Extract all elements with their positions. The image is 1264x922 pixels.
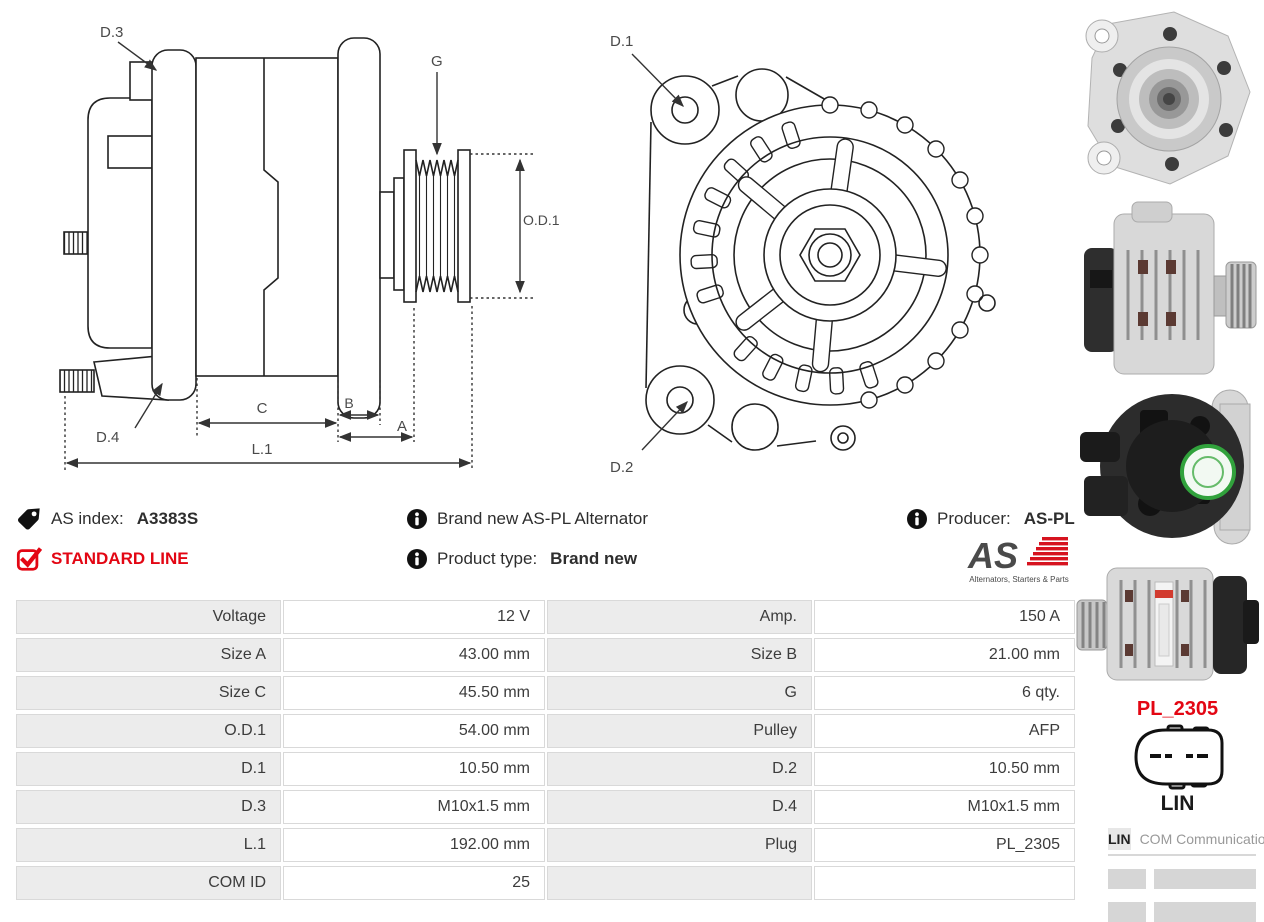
- logo-stripes: [1027, 537, 1068, 566]
- spec-label: D.1: [16, 752, 281, 786]
- as-pl-logo: AS Alternators, Starters & Parts: [967, 535, 1069, 584]
- spec-label: Voltage: [16, 600, 281, 634]
- dim-label-d2: D.2: [610, 459, 633, 476]
- side-view-outline: [59, 37, 471, 419]
- comm-table: LIN COM Communication: [1108, 828, 1264, 922]
- front-view-outline: [645, 68, 996, 451]
- spec-value: PL_2305: [814, 828, 1075, 862]
- spec-label: D.4: [547, 790, 812, 824]
- producer-row: Producer: AS-PL: [906, 506, 1075, 532]
- logo-tagline: Alternators, Starters & Parts: [969, 575, 1069, 584]
- checkbox-checked-icon: [16, 547, 42, 571]
- dim-label-d1: D.1: [610, 33, 633, 50]
- spec-value: 21.00 mm: [814, 638, 1075, 672]
- product-photo-side-left[interactable]: [1075, 560, 1261, 686]
- spec-value: AFP: [814, 714, 1075, 748]
- standard-line-row: STANDARD LINE: [16, 546, 189, 572]
- spec-value: 25: [283, 866, 545, 900]
- comm-value: COM Communication: [1139, 831, 1264, 847]
- spec-label: Plug: [547, 828, 812, 862]
- spec-value: 10.50 mm: [283, 752, 545, 786]
- pulley: [403, 149, 471, 303]
- connector-type-label: LIN: [1160, 792, 1195, 815]
- comm-key: LIN: [1108, 828, 1131, 850]
- spec-value: M10x1.5 mm: [814, 790, 1075, 824]
- spec-value: 192.00 mm: [283, 828, 545, 862]
- spec-label: Size B: [547, 638, 812, 672]
- spec-value: 12 V: [283, 600, 545, 634]
- product-photo-rear[interactable]: [1080, 384, 1260, 550]
- comm-table-row: LIN COM Communication: [1108, 828, 1264, 856]
- front-bracket: [337, 37, 381, 419]
- spec-value: 43.00 mm: [283, 638, 545, 672]
- producer-value: AS-PL: [1023, 509, 1075, 528]
- product-photo-front[interactable]: [1078, 6, 1260, 192]
- product-type-value: Brand new: [550, 549, 638, 568]
- description-row: Brand new AS-PL Alternator: [406, 506, 648, 532]
- spec-value: M10x1.5 mm: [283, 790, 545, 824]
- info-icon: [407, 549, 427, 569]
- spec-value: [814, 866, 1075, 900]
- spec-label: Pulley: [547, 714, 812, 748]
- spec-label: Size A: [16, 638, 281, 672]
- plug-connector-diagram: [1134, 724, 1224, 790]
- product-type-label: Product type:: [437, 549, 538, 568]
- product-photo-side-right[interactable]: [1080, 200, 1260, 386]
- spec-value: 150 A: [814, 600, 1075, 634]
- dim-label-od1: O.D.1: [523, 212, 560, 228]
- info-icon: [907, 509, 927, 529]
- shaft: [379, 191, 395, 279]
- info-icon: [407, 509, 427, 529]
- side-view-dimensions: [64, 41, 536, 470]
- dim-label-c: C: [257, 400, 268, 417]
- producer-label: Producer:: [937, 509, 1011, 528]
- as-index-row: AS index: A3383S: [16, 506, 198, 532]
- spec-label: Amp.: [547, 600, 812, 634]
- comm-table-placeholder-row: [1108, 869, 1256, 889]
- rear-stud-lower: [59, 369, 95, 393]
- spec-label: COM ID: [16, 866, 281, 900]
- housing-ribs: [821, 96, 989, 409]
- spec-label: Size C: [16, 676, 281, 710]
- spec-label: D.2: [547, 752, 812, 786]
- dim-label-a: A: [397, 418, 407, 435]
- dim-label-b: B: [344, 395, 353, 411]
- product-type-row: Product type: Brand new: [406, 546, 637, 572]
- standard-line-label: STANDARD LINE: [51, 549, 189, 568]
- tag-icon: [17, 508, 40, 530]
- spec-table: Voltage 12 V Amp. 150 A Size A 43.00 mm …: [16, 600, 1075, 900]
- spec-value: 54.00 mm: [283, 714, 545, 748]
- logo-text: AS: [967, 535, 1018, 576]
- spec-label: [547, 866, 812, 900]
- spec-value: 45.50 mm: [283, 676, 545, 710]
- spec-value: 6 qty.: [814, 676, 1075, 710]
- rear-bracket: [151, 49, 197, 401]
- shaft-nut: [799, 228, 861, 282]
- alternator-front-view-diagram: D.1 D.2: [610, 33, 996, 476]
- spec-label: L.1: [16, 828, 281, 862]
- spec-value: 10.50 mm: [814, 752, 1075, 786]
- description-text: Brand new AS-PL Alternator: [437, 509, 649, 528]
- spec-label: D.3: [16, 790, 281, 824]
- spec-label: O.D.1: [16, 714, 281, 748]
- dim-label-g: G: [431, 53, 443, 70]
- front-view-leaders: [631, 53, 688, 451]
- dim-label-d3: D.3: [100, 24, 123, 41]
- dim-label-l1: L.1: [252, 441, 273, 458]
- boss-d3: [129, 61, 155, 101]
- as-index-value: A3383S: [136, 509, 199, 528]
- stator-body: [195, 57, 339, 377]
- plug-code: PL_2305: [1136, 698, 1219, 720]
- alternator-side-view-diagram: D.3 G O.D.1 D.4 C B A L.1: [59, 24, 560, 470]
- dim-label-d4: D.4: [96, 429, 119, 446]
- as-index-label: AS index:: [51, 509, 124, 528]
- spec-label: G: [547, 676, 812, 710]
- comm-table-placeholder-row: [1108, 902, 1256, 922]
